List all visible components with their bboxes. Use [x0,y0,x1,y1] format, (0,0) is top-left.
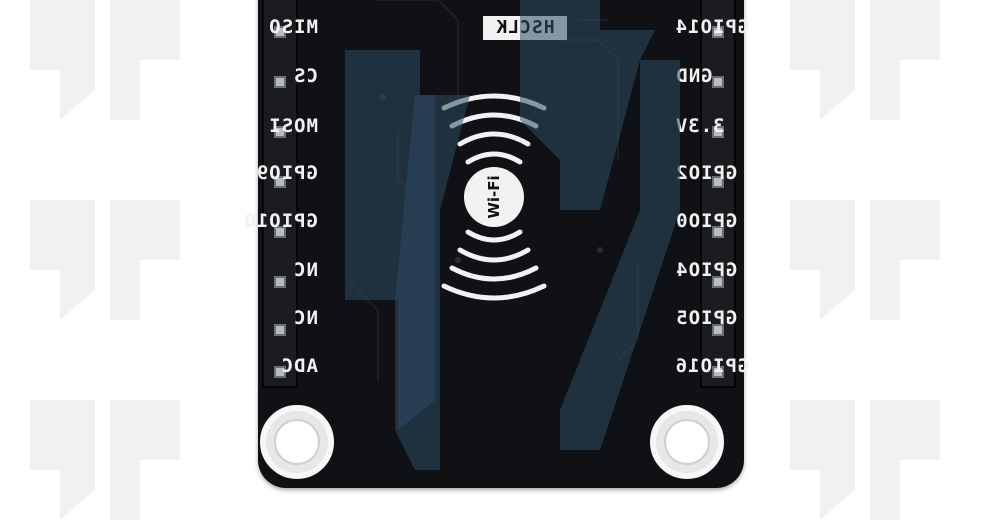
wifi-logo-text: Wi-Fi [485,175,503,219]
pin-label-left: NC [293,259,318,281]
header-pin [274,276,286,288]
header-pin [274,76,286,88]
pin-label-right: GPIO4 [675,259,738,281]
header-pin [274,26,286,38]
header-pin [274,126,286,138]
pin-label-right: GPIO14 [675,16,750,38]
pin-label-left: GPIO10 [243,210,318,232]
header-pin [712,76,724,88]
header-pin [274,366,286,378]
pin-label-right: GPIO16 [675,355,750,377]
header-pin [274,226,286,238]
pin-label-left: NC [293,307,318,329]
mounting-hole-right [650,405,724,479]
header-pin [712,226,724,238]
header-pin [712,276,724,288]
pin-label-right: GND [675,65,713,87]
pin-label-left: ADC [280,355,318,377]
pin-label-left: CS [293,65,318,87]
hsclk-badge: HSCLK [483,16,567,40]
right-pin-header [700,0,736,388]
pin-label-right: GPIO0 [675,210,738,232]
header-pin [712,126,724,138]
header-pin [274,324,286,336]
mounting-hole-left [260,405,334,479]
left-pin-header [262,0,298,388]
pin-label-right: GPIO2 [675,162,738,184]
wifi-logo-icon [441,93,547,301]
header-pin [712,366,724,378]
header-pin [712,324,724,336]
header-pin [712,26,724,38]
pin-label-left: MISO [268,16,318,38]
pin-label-right: GPIO5 [675,307,738,329]
header-pin [712,176,724,188]
header-pin [274,176,286,188]
pin-label-left: MOSI [268,115,318,137]
pin-label-right: 3.3V [675,115,725,137]
pin-label-left: GPIO9 [255,162,318,184]
